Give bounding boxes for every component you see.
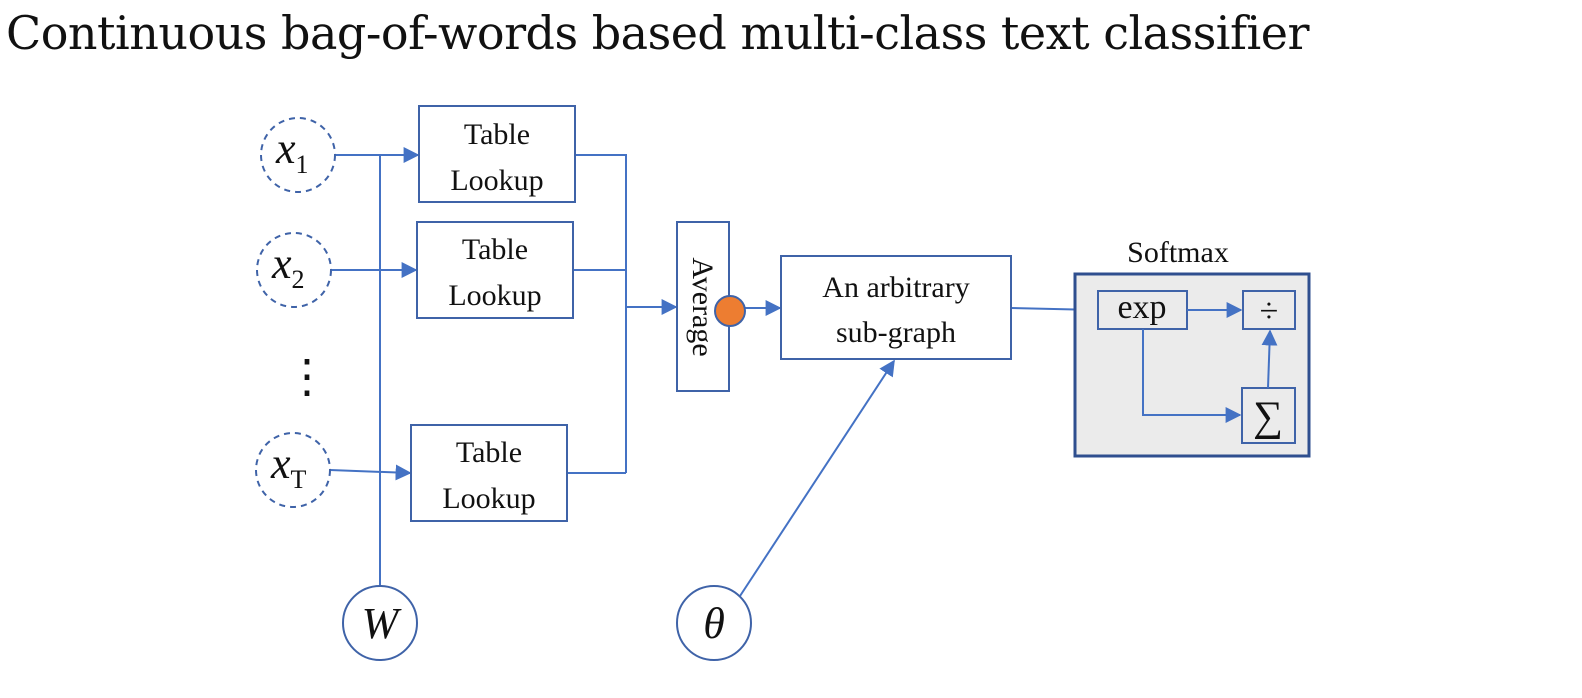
edge-xT-lookup3 — [329, 464, 412, 481]
edge-exp-sum — [1142, 329, 1242, 423]
input-symbol: x — [271, 239, 292, 288]
input-node-label: xT — [270, 439, 307, 494]
subgraph-line2: sub-graph — [836, 316, 956, 349]
edge-theta-subgraph — [739, 359, 895, 597]
input-node-x1: x1 — [260, 117, 336, 193]
edge-lookup1-bus — [575, 154, 627, 473]
input-subscript: 2 — [292, 265, 305, 294]
input-node-xT: xT — [255, 432, 331, 508]
table-lookup-rect — [418, 105, 576, 203]
table-lookup-line2: Lookup — [450, 164, 543, 197]
param-w-circle — [342, 585, 418, 661]
table-lookup-line1: Table — [464, 118, 530, 151]
param-theta-label: θ — [703, 599, 725, 648]
input-symbol: x — [270, 439, 291, 488]
average-label: Average — [686, 257, 719, 356]
divide-rect — [1242, 290, 1296, 330]
table-lookup-line2: Lookup — [448, 279, 541, 312]
param-node-theta: θ — [676, 585, 752, 661]
input-node-circle — [256, 232, 332, 308]
table-lookup-box-3: Table Lookup — [410, 424, 568, 522]
subgraph-line1: An arbitrary — [822, 271, 969, 304]
softmax-connectors — [1142, 302, 1278, 423]
subgraph-box: An arbitrary sub-graph — [780, 255, 1012, 360]
input-symbol: x — [275, 124, 296, 173]
input-subscript: T — [291, 465, 307, 494]
subgraph-rect — [780, 255, 1012, 360]
input-node-x2: x2 — [256, 232, 332, 308]
param-node-w: W — [342, 585, 418, 661]
param-theta-circle — [676, 585, 752, 661]
exp-label: exp — [1117, 289, 1166, 326]
divide-symbol: ÷ — [1260, 293, 1279, 330]
table-lookup-line2: Lookup — [442, 482, 535, 515]
softmax-title: Softmax — [1127, 236, 1229, 269]
table-lookup-box-1: Table Lookup — [418, 105, 576, 203]
table-lookup-box-2: Table Lookup — [416, 221, 574, 319]
param-w-label: W — [362, 599, 402, 648]
average-output-dot — [714, 295, 746, 327]
table-lookup-rect — [410, 424, 568, 522]
input-node-circle — [255, 432, 331, 508]
ellipsis: ⋮ — [284, 351, 330, 402]
table-lookup-rect — [416, 221, 574, 319]
table-lookup-line1: Table — [462, 233, 528, 266]
input-node-label: x2 — [271, 239, 305, 294]
exp-rect — [1097, 290, 1188, 330]
input-subscript: 1 — [296, 150, 309, 179]
input-node-circle — [260, 117, 336, 193]
slide-title: Continuous bag-of-words based multi-clas… — [6, 6, 1309, 60]
sum-symbol: ∑ — [1253, 394, 1283, 440]
softmax-group: Softmax exp ÷ ∑ — [1073, 236, 1311, 458]
table-lookup-line1: Table — [456, 436, 522, 469]
input-node-label: x1 — [275, 124, 309, 179]
edge-sum-divide — [1261, 329, 1278, 389]
